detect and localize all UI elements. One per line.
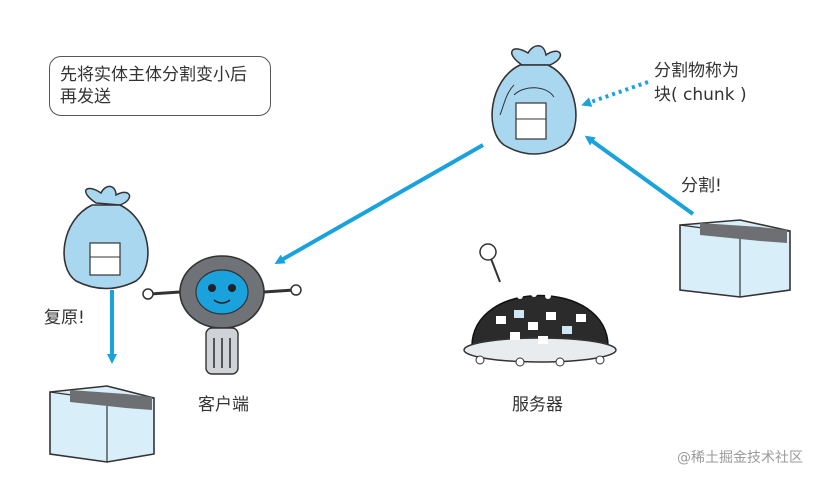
client-label: 客户端 [198,395,249,415]
flow-arrows [107,80,695,364]
cloth-bundle-icon [63,185,149,290]
robot-client-icon [142,255,302,375]
note-callout: 先将实体主体分割变小后再发送 [49,56,271,116]
split-arrow [584,135,695,216]
watermark: @稀土掘金技术社区 [677,450,803,466]
cloth-bundle-icon [491,45,577,155]
restore-label: 复原! [44,308,85,328]
split-label: 分割! [681,176,722,196]
chunk-label-line-2: 块( chunk ) [654,85,747,105]
server-robot-icon [463,243,617,367]
package-box-icon [49,385,155,463]
package-box-icon [679,219,791,298]
send-arrow [274,143,484,264]
chunk-label-line-1: 分割物称为 [654,61,739,81]
server-label: 服务器 [512,395,563,415]
chunk-pointer-arrow [581,80,649,107]
